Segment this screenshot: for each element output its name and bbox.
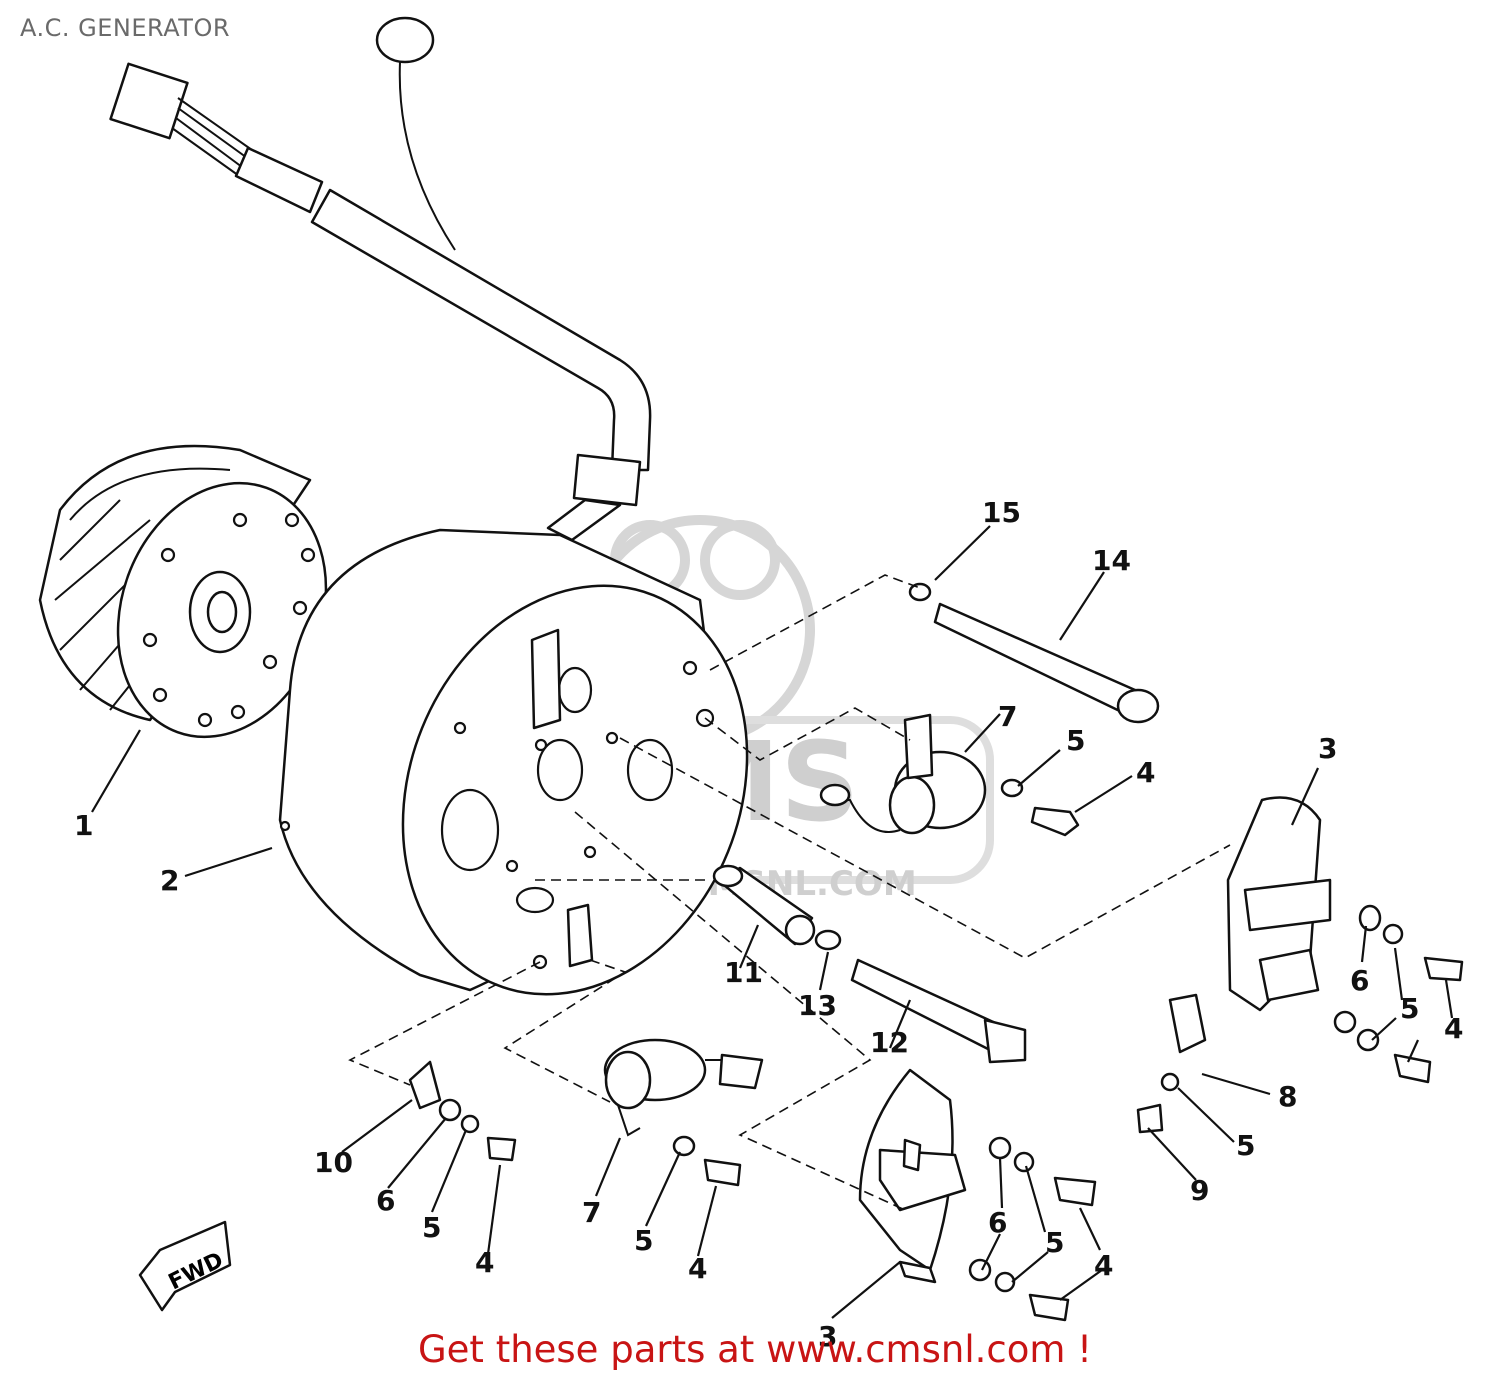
contact-breaker-lower — [858, 1068, 967, 1284]
callout-11: 11 — [724, 956, 763, 989]
assembly-guide-lines — [348, 574, 1231, 1211]
callout-9: 9 — [1190, 1174, 1209, 1207]
callout-5-f: 5 — [634, 1224, 653, 1257]
long-bolt-12 — [814, 929, 1027, 1064]
condenser-lower — [603, 1038, 764, 1137]
fwd-direction-arrow: FWD — [138, 1220, 232, 1312]
callout-5-e: 5 — [422, 1211, 441, 1244]
callout-14: 14 — [1092, 544, 1131, 577]
page-title: A.C. GENERATOR — [20, 14, 231, 42]
callout-5-b: 5 — [1400, 992, 1419, 1025]
long-bolt-14 — [908, 582, 1160, 724]
callout-8: 8 — [1278, 1080, 1297, 1113]
stator-assembly — [278, 528, 749, 996]
callout-13: 13 — [798, 989, 837, 1022]
callout-6-c: 6 — [376, 1184, 395, 1217]
rotor — [38, 444, 328, 739]
callout-4-c: 4 — [1094, 1249, 1113, 1282]
callout-2: 2 — [160, 864, 179, 897]
callout-6-a: 6 — [1350, 964, 1369, 997]
collar-11 — [712, 864, 816, 946]
callout-leaders — [91, 525, 1454, 1319]
callout-7-b: 7 — [582, 1196, 601, 1229]
callout-4-a: 4 — [1136, 756, 1155, 789]
callout-15: 15 — [982, 496, 1021, 529]
callout-4-e: 4 — [688, 1252, 707, 1285]
callout-4-d: 4 — [475, 1246, 494, 1279]
callout-1: 1 — [74, 809, 93, 842]
callout-10: 10 — [314, 1146, 353, 1179]
callout-5-c: 5 — [1236, 1129, 1255, 1162]
callout-labels: 1 2 3 3 4 4 4 4 4 5 5 5 5 5 5 6 6 6 7 7 … — [74, 496, 1463, 1353]
condenser-upper — [819, 713, 987, 835]
fasteners — [408, 778, 1464, 1322]
callout-7-a: 7 — [998, 700, 1017, 733]
callout-12: 12 — [870, 1026, 909, 1059]
callout-4-b: 4 — [1444, 1012, 1463, 1045]
callout-5-a: 5 — [1066, 724, 1085, 757]
callout-6-b: 6 — [988, 1206, 1007, 1239]
callout-5-d: 5 — [1045, 1226, 1064, 1259]
callout-3-lower: 3 — [818, 1320, 837, 1353]
callout-3-right: 3 — [1318, 732, 1337, 765]
wire-harness — [109, 16, 652, 542]
contact-breaker-right — [1226, 796, 1332, 1012]
promo-footer-link[interactable]: Get these parts at www.cmsnl.com ! — [417, 1328, 1092, 1371]
